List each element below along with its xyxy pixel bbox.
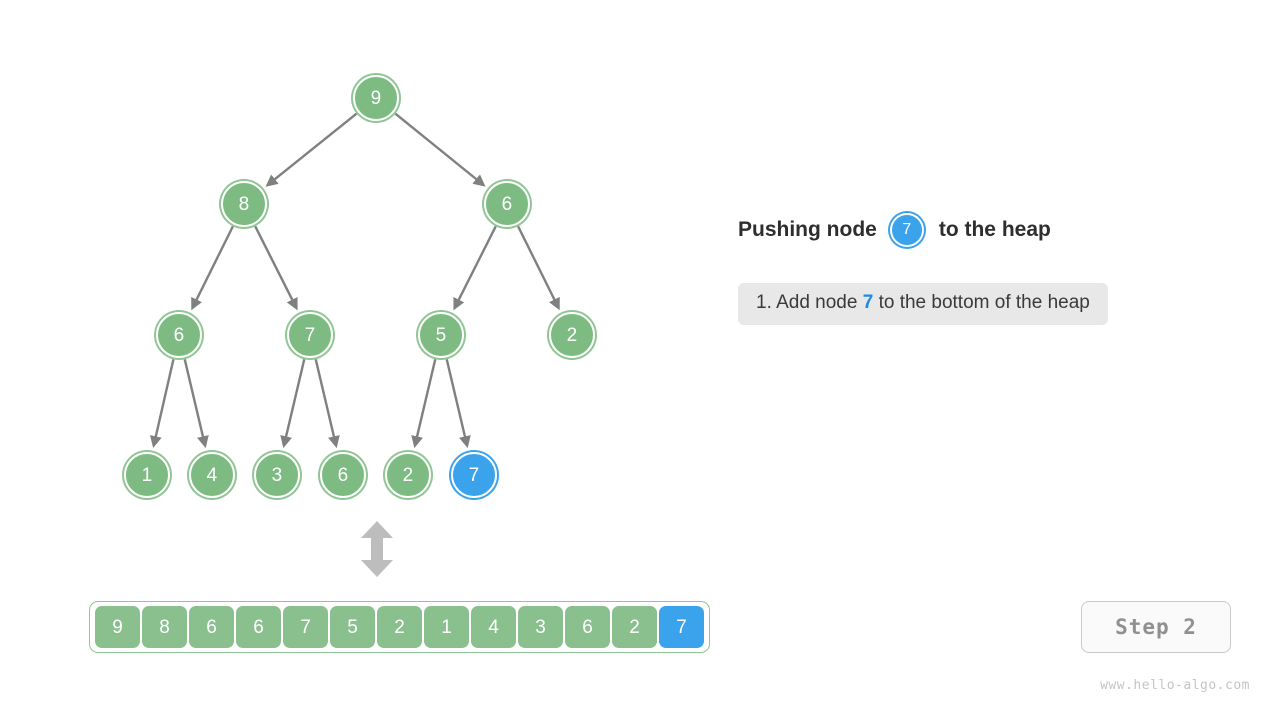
watermark-footer: www.hello-algo.com xyxy=(1100,678,1250,693)
step-description-rest: to the bottom of the heap xyxy=(878,292,1090,313)
array-cell-1: 8 xyxy=(142,606,187,648)
step-description-highlight: 7 xyxy=(862,292,874,313)
tree-edge-n3-n8 xyxy=(183,359,209,449)
array-cell-4: 7 xyxy=(283,606,328,648)
tree-edge-n4-n9 xyxy=(280,359,306,449)
tree-node-n8: 4 xyxy=(189,452,235,498)
tree-edge-n0-n2 xyxy=(394,112,486,187)
array-cell-12: 7 xyxy=(659,606,704,648)
info-panel: Pushing node 7 to the heap 1. Add node 7… xyxy=(738,208,1238,325)
tree-node-n4: 7 xyxy=(287,312,333,358)
tree-node-n10: 6 xyxy=(320,452,366,498)
tree-node-n11: 2 xyxy=(385,452,431,498)
tree-node-n9: 3 xyxy=(254,452,300,498)
panel-title-prefix: Pushing node xyxy=(738,218,877,241)
tree-edge-n3-n7 xyxy=(149,359,175,449)
tree-node-n3: 6 xyxy=(156,312,202,358)
tree-node-n7: 1 xyxy=(124,452,170,498)
tree-edges-layer xyxy=(149,112,560,449)
pushed-node-badge: 7 xyxy=(889,213,924,247)
array-cell-9: 3 xyxy=(518,606,563,648)
up-down-arrow-icon xyxy=(361,521,393,577)
panel-title: Pushing node 7 to the heap xyxy=(738,208,1238,252)
array-cell-0: 9 xyxy=(95,606,140,648)
array-cell-10: 6 xyxy=(565,606,610,648)
tree-edge-n2-n5 xyxy=(453,225,497,311)
array-cell-7: 1 xyxy=(424,606,469,648)
array-cell-8: 4 xyxy=(471,606,516,648)
tree-edge-n5-n11 xyxy=(411,359,437,449)
tree-node-n5: 5 xyxy=(418,312,464,358)
tree-edge-n1-n3 xyxy=(191,225,234,311)
tree-edge-n1-n4 xyxy=(254,225,298,311)
step-badge: Step 2 xyxy=(1081,601,1231,653)
tree-node-n2: 6 xyxy=(484,181,530,227)
tree-edge-n4-n10 xyxy=(314,359,340,449)
array-cell-3: 6 xyxy=(236,606,281,648)
array-cell-11: 2 xyxy=(612,606,657,648)
tree-edge-n5-n12 xyxy=(445,359,471,449)
tree-node-n0: 9 xyxy=(353,75,399,121)
panel-title-suffix: to the heap xyxy=(938,218,1051,241)
step-description: 1. Add node 7 to the bottom of the heap xyxy=(738,283,1108,325)
tree-edge-n2-n6 xyxy=(517,225,560,311)
array-cell-2: 6 xyxy=(189,606,234,648)
array-cell-6: 2 xyxy=(377,606,422,648)
tree-node-n12: 7 xyxy=(451,452,497,498)
tree-edge-n0-n1 xyxy=(265,112,358,187)
tree-node-n6: 2 xyxy=(549,312,595,358)
array-cell-5: 5 xyxy=(330,606,375,648)
step-description-number: 1. Add node xyxy=(756,292,858,313)
tree-node-n1: 8 xyxy=(221,181,267,227)
